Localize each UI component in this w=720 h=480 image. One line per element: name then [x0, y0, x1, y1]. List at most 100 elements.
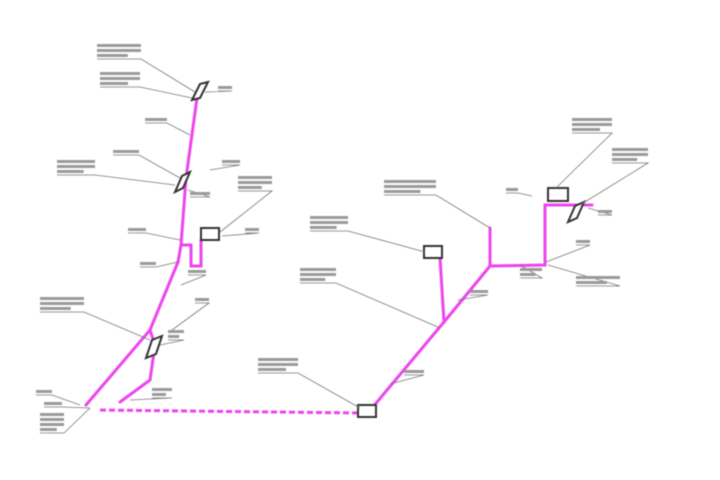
- annotation-label: [113, 150, 139, 153]
- riser-left-upper: [176, 96, 199, 264]
- annotation-label: [40, 428, 57, 431]
- annotation-label: [258, 358, 298, 361]
- leader-line: [145, 122, 191, 136]
- leader-line: [140, 261, 179, 268]
- fixture-lower-left: [144, 334, 164, 360]
- annotation-label: [612, 153, 648, 156]
- leader-line: [97, 58, 196, 93]
- annotation-labels: [36, 44, 648, 431]
- annotation-label: [576, 240, 590, 243]
- leader-line: [545, 244, 591, 263]
- annotation-label: [258, 368, 286, 371]
- horizontal-right: [488, 203, 594, 268]
- annotation-label: [190, 192, 210, 195]
- leader-line: [506, 192, 533, 197]
- annotation-label: [238, 186, 262, 189]
- annotation-label: [188, 270, 206, 273]
- annotation-label: [152, 388, 172, 391]
- leader-line: [44, 406, 91, 409]
- annotation-label: [218, 86, 232, 89]
- annotation-label: [258, 363, 298, 366]
- annotation-label: [576, 276, 620, 279]
- leader-line: [519, 264, 544, 279]
- annotation-label: [384, 185, 436, 188]
- leader-line: [204, 90, 233, 93]
- annotation-label: [384, 190, 421, 193]
- annotation-label: [152, 393, 166, 396]
- leader-line: [258, 372, 361, 409]
- annotation-label: [195, 298, 209, 301]
- annotation-label: [238, 176, 272, 179]
- leader-line: [57, 174, 176, 186]
- annotation-label: [245, 228, 259, 231]
- fixture-box-bottom: [357, 404, 377, 418]
- horizontal-main: [99, 408, 363, 415]
- annotation-label: [576, 281, 607, 284]
- leader-line: [310, 230, 426, 253]
- annotation-label: [520, 268, 542, 271]
- annotation-label: [40, 423, 64, 426]
- annotation-label: [310, 221, 348, 224]
- annotation-label: [100, 72, 140, 75]
- leader-line: [219, 190, 274, 233]
- leader-line: [100, 86, 193, 99]
- annotation-label: [572, 118, 612, 121]
- leader-line: [300, 282, 441, 329]
- leader-line: [159, 339, 185, 346]
- fixture-box-right: [423, 245, 443, 259]
- annotation-label: [97, 49, 141, 52]
- fixture-far-right: [566, 200, 586, 224]
- leader-line: [209, 164, 241, 171]
- annotation-label: [506, 188, 518, 191]
- leader-lines: [36, 58, 650, 434]
- annotation-label: [598, 210, 612, 213]
- annotation-label: [145, 118, 167, 121]
- leader-line: [457, 294, 489, 301]
- fixture-box-left: [200, 227, 220, 241]
- diagonal-right-main: [370, 264, 492, 410]
- annotation-label: [310, 216, 348, 219]
- leader-line: [171, 302, 211, 331]
- annotation-label: [300, 268, 336, 271]
- leader-line: [389, 374, 425, 385]
- annotation-label: [612, 148, 648, 151]
- annotation-label: [97, 44, 141, 47]
- branch-left-fixture: [118, 328, 157, 404]
- annotation-label: [222, 160, 240, 163]
- annotation-label: [40, 297, 84, 300]
- annotation-label: [40, 418, 64, 421]
- annotation-label: [572, 123, 612, 126]
- annotation-label: [40, 413, 64, 416]
- branch-left-box: [179, 238, 203, 268]
- fixtures: [144, 80, 586, 418]
- annotation-label: [57, 165, 95, 168]
- leader-line: [129, 397, 173, 401]
- annotation-label: [40, 302, 84, 305]
- annotation-label: [97, 54, 128, 57]
- annotation-label: [300, 273, 336, 276]
- leader-line: [587, 207, 613, 216]
- leader-line: [128, 232, 181, 241]
- annotation-label: [168, 335, 180, 338]
- leader-line: [547, 264, 621, 287]
- leader-line: [40, 407, 91, 434]
- pipe-network: [84, 96, 594, 415]
- leader-line: [384, 194, 491, 229]
- leader-line: [221, 232, 260, 237]
- annotation-label: [300, 278, 326, 281]
- annotation-label: [100, 82, 128, 85]
- leader-line: [579, 162, 650, 206]
- annotation-label: [572, 128, 600, 131]
- annotation-label: [520, 273, 536, 276]
- annotation-label: [470, 290, 488, 293]
- annotation-label: [384, 180, 436, 183]
- annotation-label: [612, 158, 638, 161]
- diagonal-left-main: [84, 260, 180, 407]
- fixture-mid-left: [172, 169, 193, 195]
- annotation-label: [57, 170, 84, 173]
- annotation-label: [36, 390, 52, 393]
- annotation-label: [128, 228, 146, 231]
- annotation-label: [140, 262, 156, 265]
- annotation-label: [44, 402, 62, 405]
